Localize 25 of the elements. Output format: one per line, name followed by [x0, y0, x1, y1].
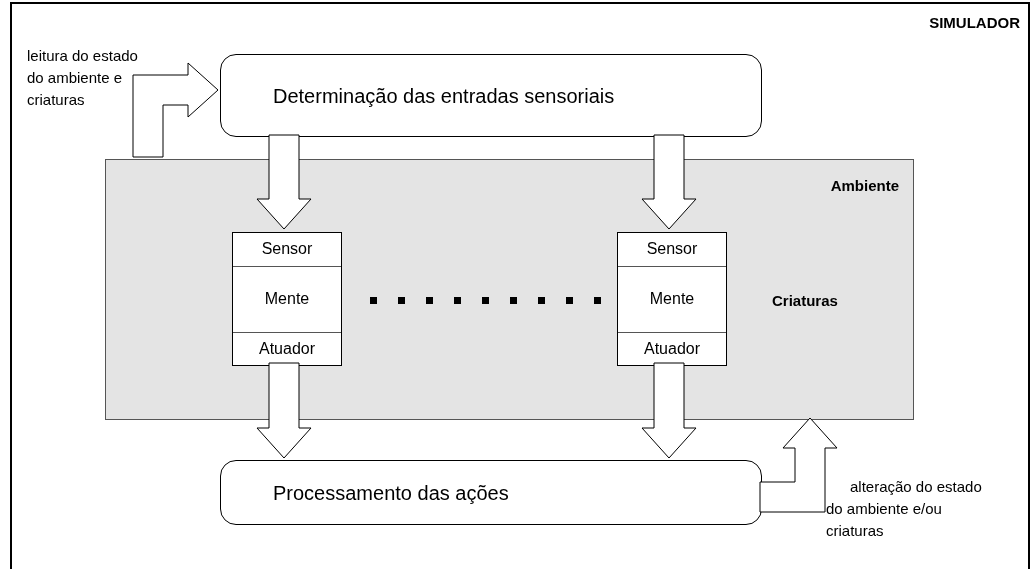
block-arrow	[641, 362, 697, 459]
compartment-label: Sensor	[261, 239, 313, 260]
process-box	[220, 54, 762, 137]
block-arrow	[256, 362, 312, 459]
simulator-frame	[10, 2, 1030, 569]
group-label: Criaturas	[772, 291, 838, 311]
frame-title: SIMULADOR	[929, 13, 1020, 33]
block-arrow	[759, 417, 838, 513]
compartment-label: Sensor	[646, 239, 698, 260]
compartment-label: Mente	[649, 289, 695, 309]
creature-box	[617, 232, 727, 366]
process-label: Processamento das ações	[273, 480, 509, 506]
creature-box	[232, 232, 342, 366]
process-label: Determinação das entradas sensoriais	[273, 83, 615, 109]
compartment-label: Atuador	[643, 338, 700, 359]
environment-panel	[105, 159, 914, 420]
panel-title: Ambiente	[830, 176, 899, 196]
process-box	[220, 460, 762, 525]
block-arrow	[256, 134, 312, 230]
compartment-label: Mente	[264, 289, 310, 309]
edge-label: alteração do estado do ambiente e/ou criaturas	[826, 477, 983, 541]
block-arrow	[132, 62, 219, 158]
compartment-label: Atuador	[258, 338, 315, 359]
block-arrow	[641, 134, 697, 230]
edge-label: leitura do estado do ambiente e criaturas	[27, 46, 139, 110]
